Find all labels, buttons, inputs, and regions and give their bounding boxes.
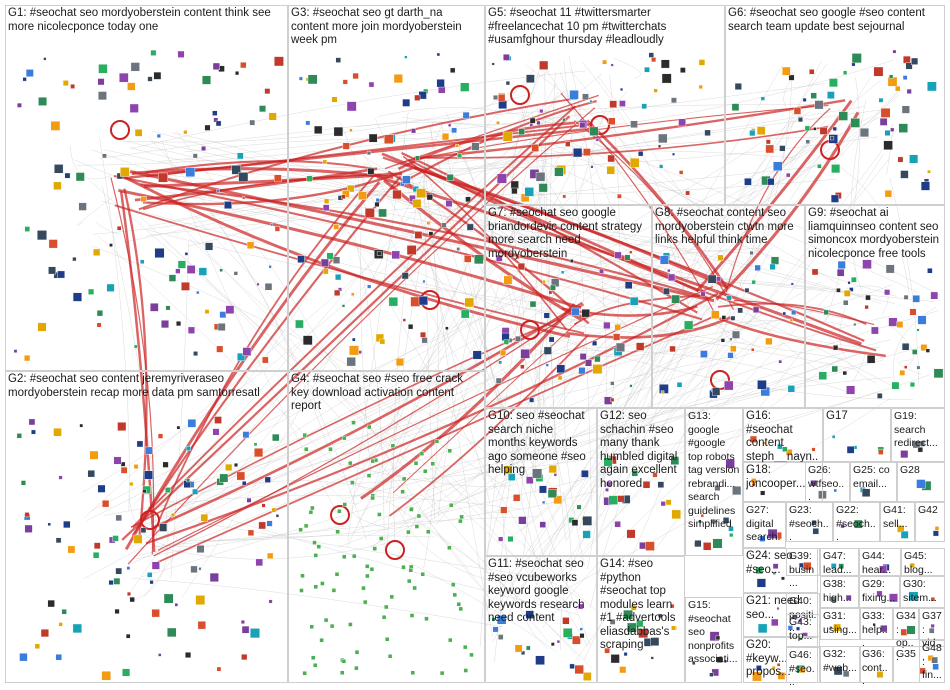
group-box-g3: G3: #seochat seo gt darth_na content mor… [288,5,485,371]
group-box-g23: G23: #seoch... [786,502,833,542]
group-box-g17: G17 [823,408,891,462]
group-box-g36: G36: cont... [859,646,893,683]
group-label-g39: G39: busin... [789,550,817,591]
group-label-g17: G17 [826,410,888,424]
group-label-g11: G11: #seochat seo #seo vcubeworks keywor… [488,558,594,626]
group-box-g45: G45: blog... [901,548,945,576]
group-box-g13: G13: google #google top robots tag versi… [685,408,743,556]
group-box-g43: G43: top... [786,614,820,647]
group-box-g33: G33: help... [859,608,893,640]
group-box-g8: G8: #seochat content seo mordyoberstein … [652,205,805,408]
group-label-g13: G13: google #google top robots tag versi… [688,410,740,532]
group-label-g28: G28 [900,464,942,478]
group-box-g14: G14: #seo #python #seochat top modules l… [597,556,685,683]
group-label-g2: G2: #seochat seo content jeremyriveraseo… [8,373,285,400]
group-box-g2: G2: #seochat seo content jeremyriveraseo… [5,371,288,683]
group-label-g23: G23: #seoch... [789,504,830,545]
group-label-g29: G29: fixing... [862,578,897,605]
group-box-g12: G12: seo schachin #seo many thank humble… [597,408,685,556]
group-label-g22: G22: #seoch... [836,504,877,545]
group-label-g19: G19: search redirect... [894,410,942,451]
group-label-g12: G12: seo schachin #seo many thank humble… [600,410,682,491]
group-label-g9: G9: #seochat ai liamquinnseo content seo… [808,207,942,261]
group-label-g4: G4: #seochat seo #seo free crack key dow… [291,373,482,414]
group-box-g28: G28 [897,462,945,502]
group-label-g47: G47: lead... [823,550,856,577]
group-label-g46: G46: #seo... [789,649,817,690]
group-label-g3: G3: #seochat seo gt darth_na content mor… [291,7,482,48]
group-label-g7: G7: #seochat seo google briandordevic co… [488,207,649,261]
group-box-g16: G16: #seochat content steph__nayn... [743,408,823,462]
group-label-g14: G14: #seo #python #seochat top modules l… [600,558,682,653]
group-label-g26: G26: wtfseo... [808,464,847,505]
group-label-g38: G38: high... [823,578,856,605]
group-box-g38: G38: high... [820,576,859,608]
group-box-g42: G42 [915,502,945,542]
group-box-g22: G22: #seoch... [833,502,880,542]
group-label-g10: G10: seo #seochat search niche months ke… [488,410,594,478]
group-box-g34: G34: op... [893,608,919,640]
group-box-g44: G44: hear... [859,548,901,576]
group-box-g26: G26: wtfseo... [805,462,850,502]
group-label-g1: G1: #seochat seo mordyoberstein content … [8,7,285,34]
group-box-g32: G32: #web... [820,646,861,683]
group-box-g29: G29: fixing... [859,576,900,608]
group-label-g45: G45: blog... [904,550,942,577]
group-label-g36: G36: cont... [862,648,890,689]
group-box-g46: G46: #seo... [786,647,820,683]
group-box-g10: G10: seo #seochat search niche months ke… [485,408,597,556]
group-label-g8: G8: #seochat content seo mordyoberstein … [655,207,802,248]
group-label-g30: G30: sitem... [903,578,942,605]
group-box-g27: G27: digital search... [743,502,786,548]
group-box-g31: G31: using... [820,608,861,640]
group-box-g7: G7: #seochat seo google briandordevic co… [485,205,652,408]
group-label-g44: G44: hear... [862,550,898,577]
group-label-g43: G43: top... [789,616,817,643]
group-label-g31: G31: using... [823,610,858,637]
group-label-g42: G42 [918,504,942,518]
group-box-g48: G48: fin... [919,640,945,683]
group-box-g39: G39: busin... [786,548,820,576]
group-box-g19: G19: search redirect... [891,408,945,462]
group-box-g15: G15: #seochat seo nonprofits associati..… [685,597,742,683]
group-box-g47: G47: lead... [820,548,859,576]
group-label-g33: G33: help... [862,610,890,651]
group-label-g41: G41: sell... [883,504,912,531]
group-label-g48: G48: fin... [922,642,942,683]
group-label-g27: G27: digital search... [746,504,783,558]
group-label-g15: G15: #seochat seo nonprofits associati..… [688,599,739,667]
group-box-g25: G25: co email... [850,462,897,502]
group-label-g25: G25: co email... [853,464,894,491]
group-label-g5: G5: #seochat 11 #twittersmarter #freelan… [488,7,722,48]
group-label-g6: G6: #seochat seo google #seo content sea… [728,7,942,34]
group-box-g37: G37: vid... [919,608,945,640]
group-box-g11: G11: #seochat seo #seo vcubeworks keywor… [485,556,597,683]
group-box-g6: G6: #seochat seo google #seo content sea… [725,5,945,205]
group-box-g41: G41: sell... [880,502,915,542]
group-box-g5: G5: #seochat 11 #twittersmarter #freelan… [485,5,725,205]
group-label-g32: G32: #web... [823,648,858,675]
group-box-g9: G9: #seochat ai liamquinnseo content seo… [805,205,945,408]
group-box-g1: G1: #seochat seo mordyoberstein content … [5,5,288,371]
group-box-g30: G30: sitem... [900,576,945,608]
group-box-g4: G4: #seochat seo #seo free crack key dow… [288,371,485,683]
